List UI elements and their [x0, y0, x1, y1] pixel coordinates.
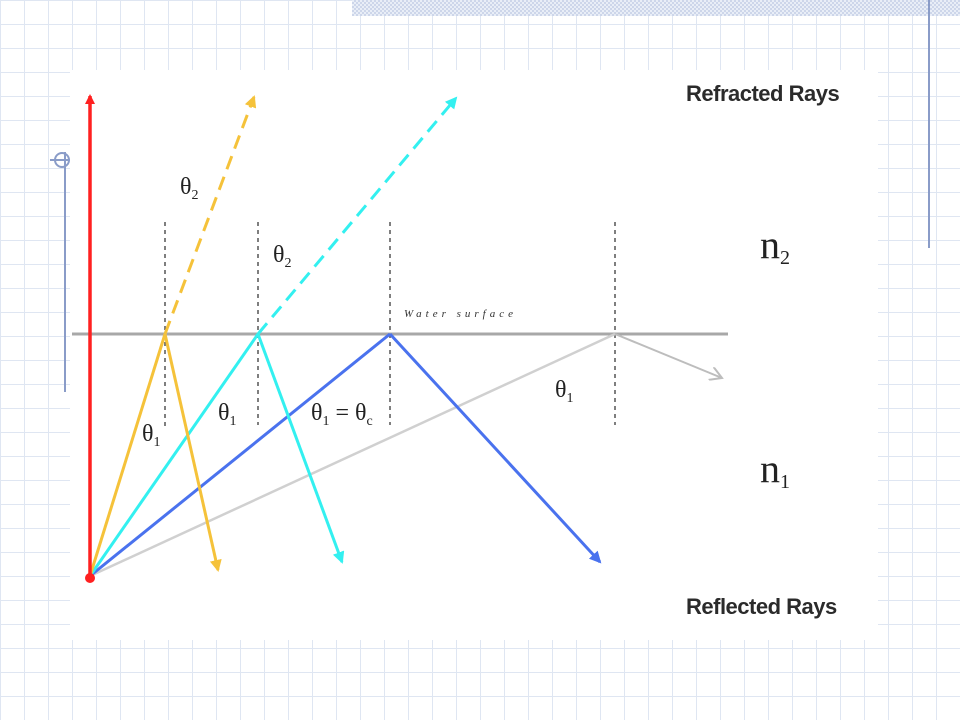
cyan-reflected-ray: [256, 333, 345, 564]
yellow-incident-ray: [88, 333, 167, 577]
gray-grazing-ray: [614, 333, 722, 378]
slide-left-rule: [64, 152, 66, 392]
diagram-panel: [70, 70, 878, 640]
medium-n1-label: n1: [760, 446, 790, 493]
gray-incident-ray: [89, 332, 616, 578]
yellow-refracted-ray: [163, 95, 257, 335]
theta2-label-yellow: θ2: [180, 174, 199, 203]
light-source-dot: [85, 573, 95, 583]
critical-angle-label: θ1 = θc: [311, 400, 373, 429]
medium-n2-label: n2: [760, 222, 790, 269]
yellow-reflected-ray: [163, 333, 222, 572]
blue-incident-ray: [89, 332, 391, 578]
blue-reflected-ray: [388, 332, 602, 564]
water-surface-label: Water surface: [404, 308, 517, 320]
reflected-rays-label: Reflected Rays: [686, 594, 837, 619]
cyan-refracted-ray: [256, 96, 458, 335]
slide-right-rule: [928, 0, 930, 248]
theta2-label-cyan: θ2: [273, 242, 292, 271]
theta1-label-cyan: θ1: [218, 400, 237, 429]
cyan-incident-ray: [88, 333, 260, 577]
refracted-rays-label: Refracted Rays: [686, 81, 839, 106]
slide-top-bar: [352, 0, 960, 16]
theta1-label-yellow: θ1: [142, 421, 161, 450]
theta1-label-gray: θ1: [555, 377, 574, 406]
